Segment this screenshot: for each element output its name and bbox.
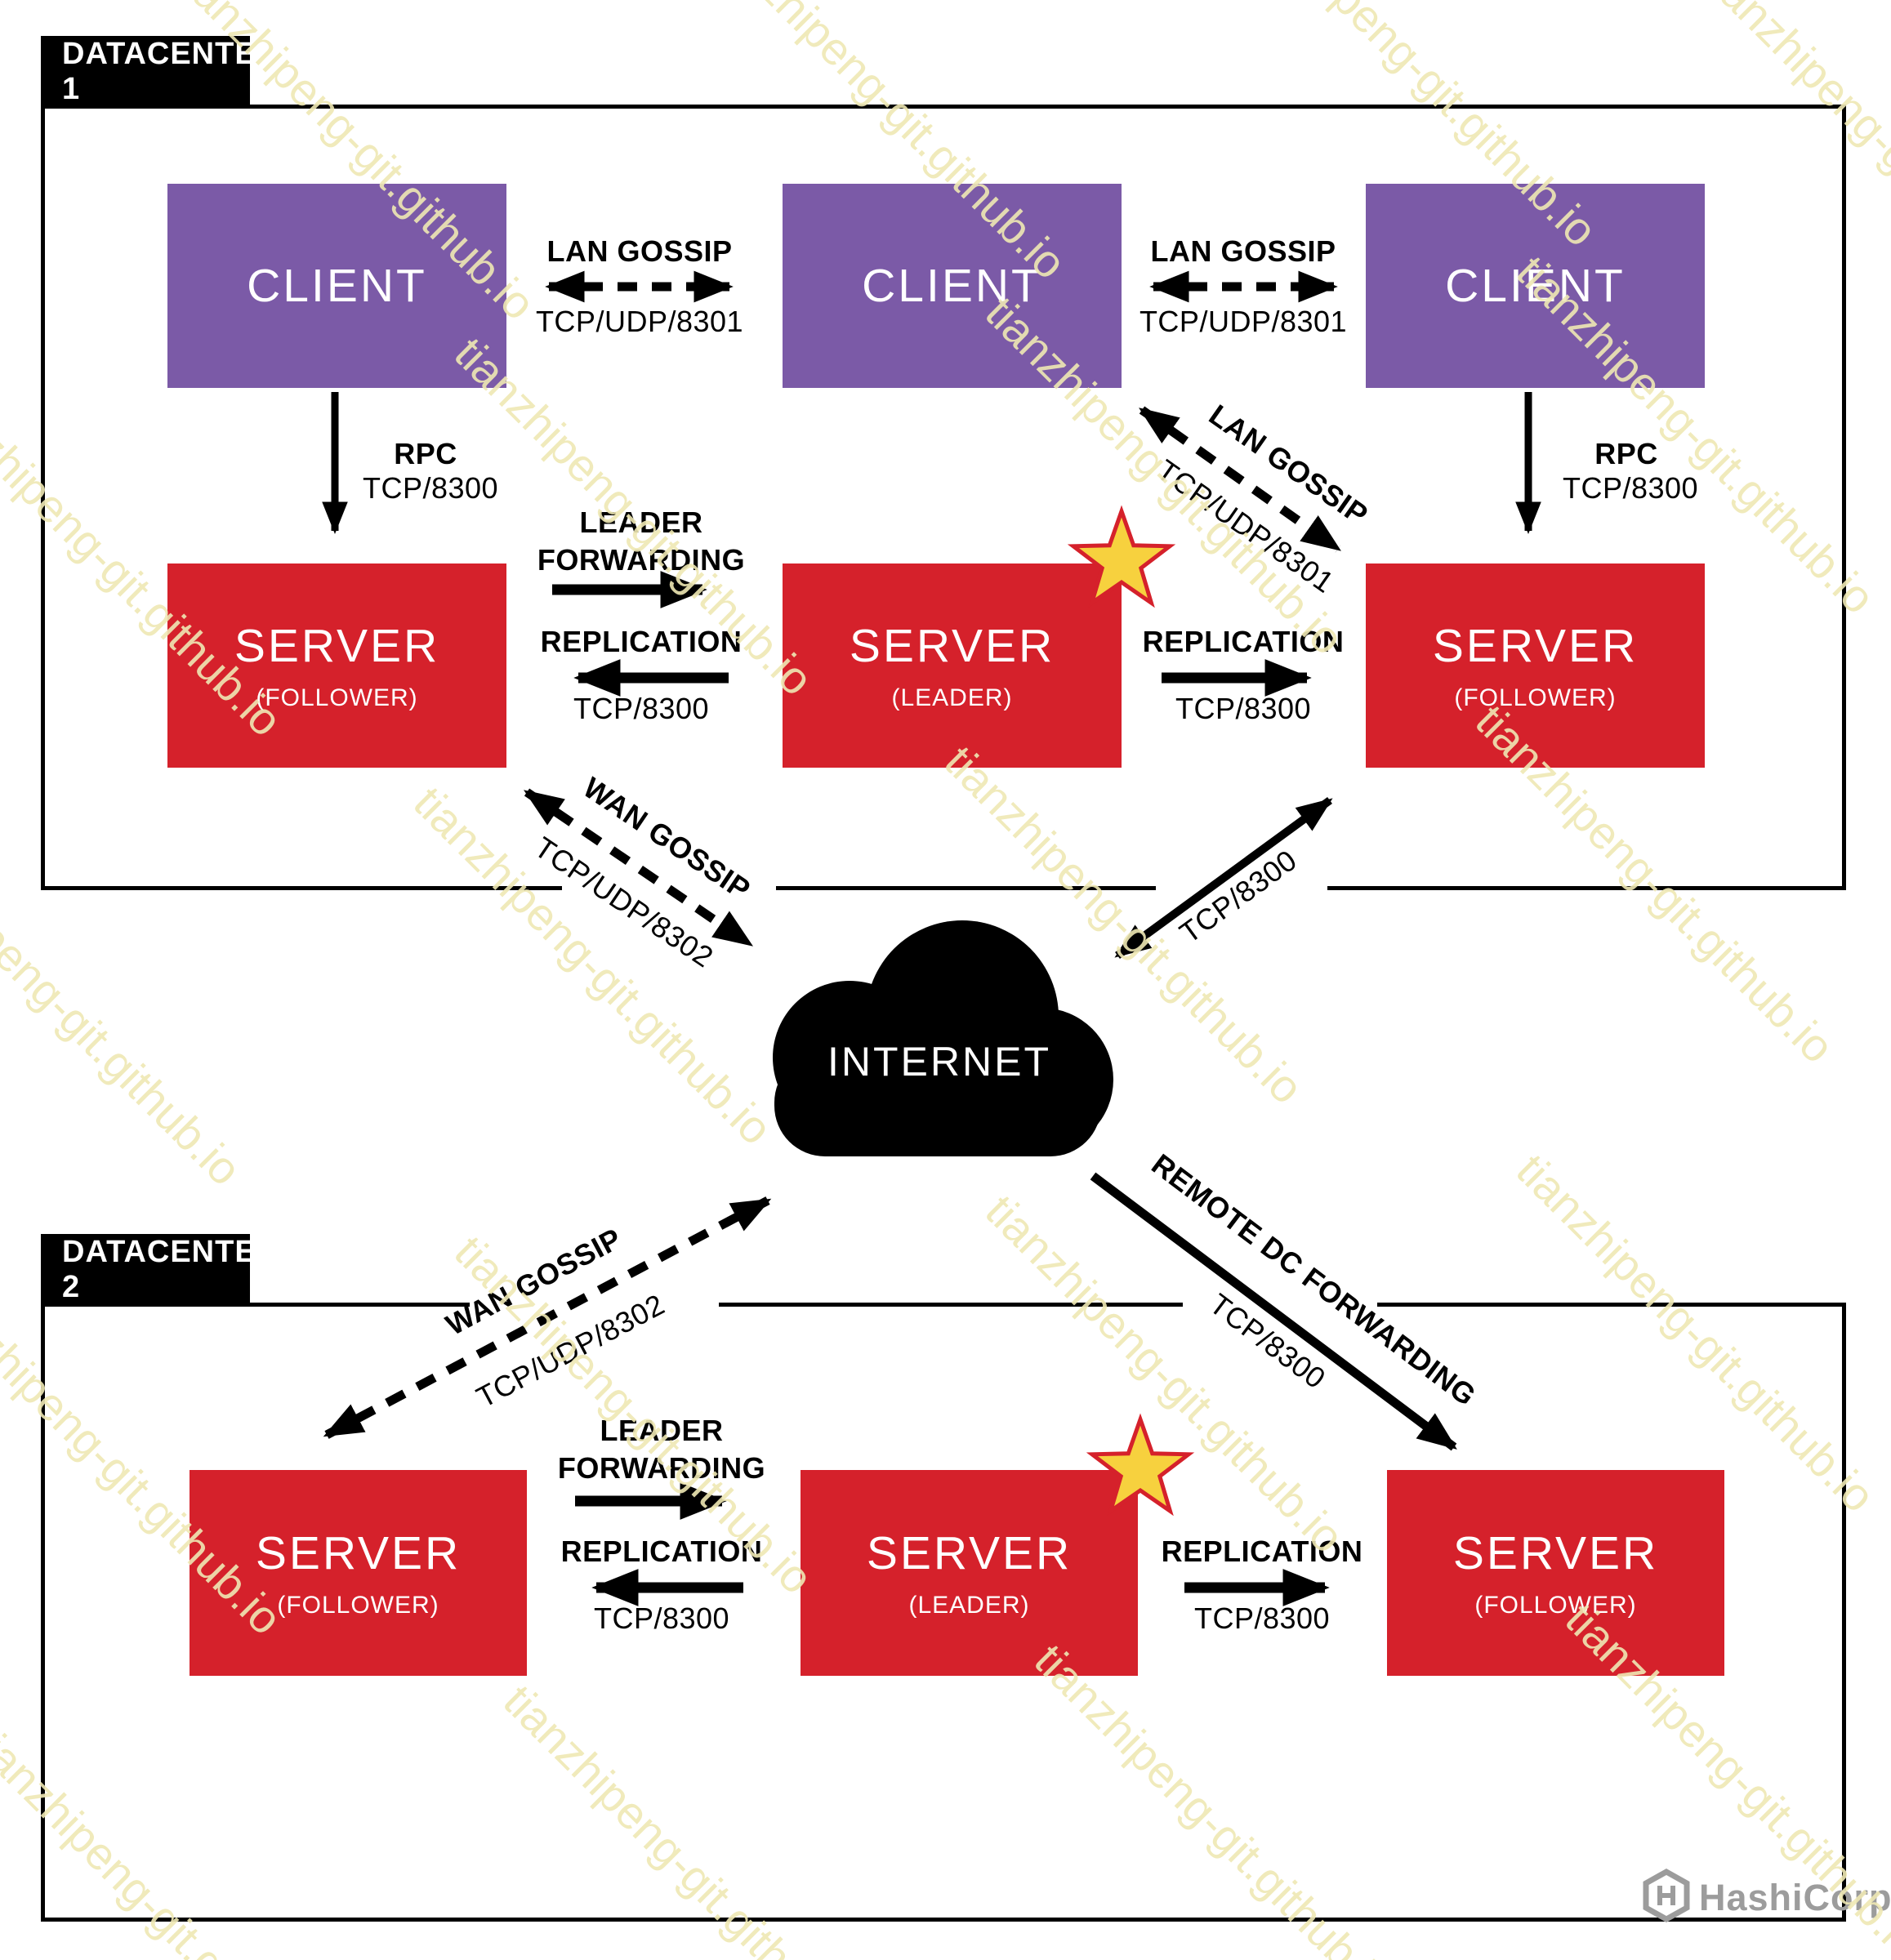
leader-forwarding-line2-dc1: FORWARDING xyxy=(537,543,746,577)
replication-port-right-dc2: TCP/8300 xyxy=(1193,1601,1331,1635)
server-role: (FOLLOWER) xyxy=(1454,684,1617,711)
replication-label-right-dc2: REPLICATION xyxy=(1161,1535,1363,1568)
dc1-client-2: CLIENT xyxy=(783,184,1122,388)
dc1-client-1: CLIENT xyxy=(167,184,506,388)
datacenter2-label: DATACENTER 2 xyxy=(41,1234,279,1306)
rpc-port-1: TCP/8300 xyxy=(362,471,499,505)
lan-gossip-port-2: TCP/UDP/8301 xyxy=(1139,305,1348,338)
dc2-server-follower-2: SERVER (FOLLOWER) xyxy=(1387,1470,1724,1676)
server-title: SERVER xyxy=(255,1527,462,1579)
internet-label: INTERNET xyxy=(827,1039,1051,1085)
server-title: SERVER xyxy=(234,620,440,672)
replication-label-left-dc2: REPLICATION xyxy=(560,1535,763,1568)
datacenter1-frame xyxy=(41,105,1846,890)
replication-label-right-dc1: REPLICATION xyxy=(1142,625,1345,658)
replication-port-left-dc2: TCP/8300 xyxy=(593,1601,730,1635)
leader-forwarding-line1-dc1: LEADER xyxy=(579,506,703,539)
dc2-server-follower-1: SERVER (FOLLOWER) xyxy=(190,1470,527,1676)
server-title: SERVER xyxy=(849,620,1055,672)
dc2-server-leader: SERVER (LEADER) xyxy=(801,1470,1138,1676)
dc1-server-follower-1: SERVER (FOLLOWER) xyxy=(167,564,506,768)
server-role: (FOLLOWER) xyxy=(277,1592,439,1619)
server-title: SERVER xyxy=(1452,1527,1659,1579)
server-role: (FOLLOWER) xyxy=(1474,1592,1637,1619)
datacenter2-frame xyxy=(41,1303,1846,1922)
client-title: CLIENT xyxy=(862,260,1042,312)
rpc-label-1: RPC xyxy=(394,437,457,470)
client-title: CLIENT xyxy=(1445,260,1626,312)
datacenter1-label: DATACENTER 1 xyxy=(41,36,279,108)
replication-label-left-dc1: REPLICATION xyxy=(540,625,743,658)
server-role: (LEADER) xyxy=(891,684,1013,711)
lan-gossip-label-2: LAN GOSSIP xyxy=(1150,234,1336,268)
server-title: SERVER xyxy=(1432,620,1639,672)
replication-port-right-dc1: TCP/8300 xyxy=(1175,692,1312,725)
server-role: (LEADER) xyxy=(908,1592,1030,1619)
client-title: CLIENT xyxy=(247,260,427,312)
lan-gossip-label-1: LAN GOSSIP xyxy=(546,234,733,268)
leader-forwarding-line1-dc2: LEADER xyxy=(600,1414,724,1447)
dc1-server-leader: SERVER (LEADER) xyxy=(783,564,1122,768)
server-title: SERVER xyxy=(866,1527,1073,1579)
rpc-port-2: TCP/8300 xyxy=(1562,471,1699,505)
dc1-server-follower-2: SERVER (FOLLOWER) xyxy=(1366,564,1705,768)
dc1-client-3: CLIENT xyxy=(1366,184,1705,388)
server-role: (FOLLOWER) xyxy=(256,684,418,711)
lan-gossip-port-1: TCP/UDP/8301 xyxy=(535,305,744,338)
rpc-label-2: RPC xyxy=(1594,437,1658,470)
hashicorp-logo-text: HashiCorp xyxy=(1699,1877,1891,1918)
replication-port-left-dc1: TCP/8300 xyxy=(573,692,710,725)
leader-forwarding-line2-dc2: FORWARDING xyxy=(557,1451,766,1485)
